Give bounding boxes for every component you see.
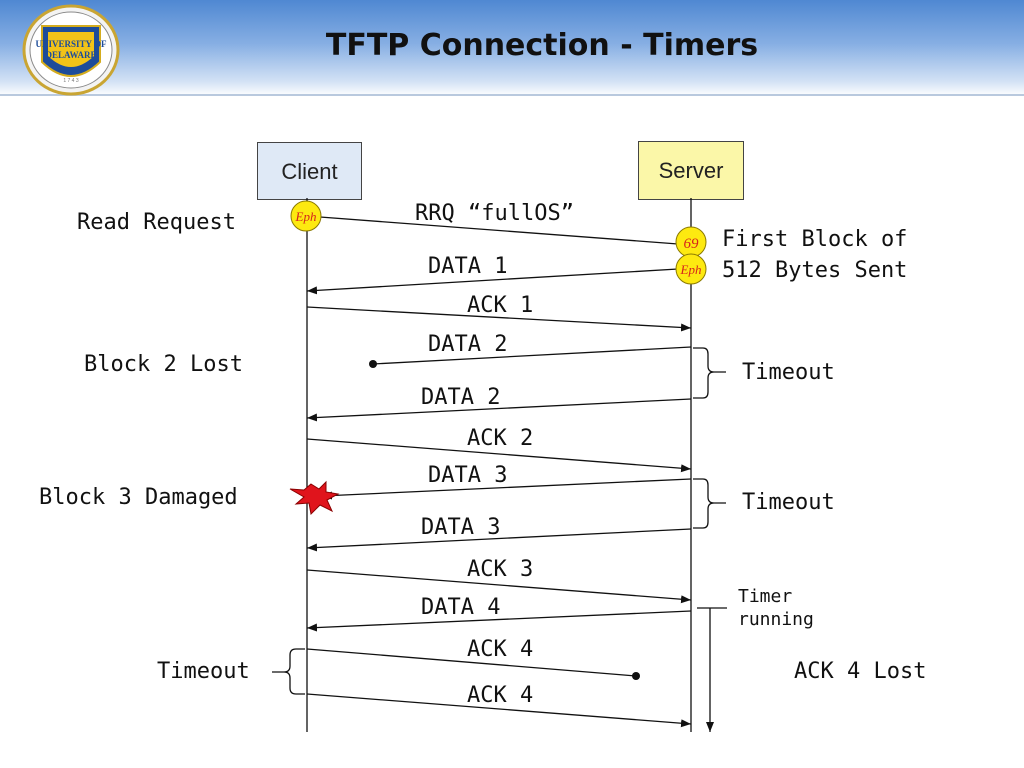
- ack4-lost-label: ACK 4: [467, 637, 534, 662]
- client-box: Client: [257, 142, 362, 200]
- data2-resent-label: DATA 2: [421, 385, 501, 410]
- rrq-arrow: [319, 216, 679, 245]
- server-timeout-brace-1: [693, 347, 726, 399]
- ack2-arrow: [306, 438, 692, 473]
- university-logo: UNIVERSITY OF DELAWARE 1 7 4 3: [22, 4, 120, 96]
- damage-burst: [289, 480, 340, 516]
- data3-damaged-arrow: [321, 478, 692, 500]
- data3-resent-label: DATA 3: [421, 515, 501, 540]
- ack4-lost-arrow: [306, 648, 637, 677]
- data2-lost-arrow: [372, 346, 692, 365]
- block2-lost-note: Block 2 Lost: [84, 352, 243, 377]
- ack3-label: ACK 3: [467, 557, 534, 582]
- svg-text:1 7 4 3: 1 7 4 3: [63, 78, 79, 84]
- first-block-note-line2: 512 Bytes Sent: [722, 258, 908, 283]
- ack4-lost-dot: [632, 672, 640, 680]
- read-request-note: Read Request: [77, 210, 236, 235]
- data2-lost-label: DATA 2: [428, 332, 508, 357]
- svg-text:69: 69: [684, 236, 700, 252]
- ack1-label: ACK 1: [467, 293, 534, 318]
- client-eph-port: Eph: [290, 200, 322, 232]
- data2-lost-dot: [369, 360, 377, 368]
- svg-text:Eph: Eph: [295, 209, 317, 224]
- data2-resent-arrow: [306, 398, 692, 422]
- ack4-resent-arrow: [306, 693, 692, 728]
- client-timeout-brace: [272, 648, 305, 695]
- data1-arrow: [306, 268, 679, 295]
- ack3-arrow: [306, 569, 692, 604]
- ack4-lost-note: ACK 4 Lost: [794, 659, 927, 684]
- slide-header: [0, 0, 1024, 96]
- server-timeout-note-1: Timeout: [742, 360, 835, 385]
- svg-text:UNIVERSITY OF: UNIVERSITY OF: [36, 39, 107, 49]
- client-timeout-note: Timeout: [157, 659, 250, 684]
- server-timeout-note-2: Timeout: [742, 490, 835, 515]
- data4-label: DATA 4: [421, 595, 501, 620]
- timer-running-note-line2: running: [738, 609, 814, 630]
- server-port-69: 69: [675, 226, 707, 258]
- data4-arrow: [306, 610, 692, 632]
- header-divider: [0, 94, 1024, 96]
- ack2-label: ACK 2: [467, 426, 534, 451]
- slide-title: TFTP Connection - Timers: [325, 28, 759, 63]
- data3-resent-arrow: [306, 528, 692, 552]
- block3-damaged-note: Block 3 Damaged: [39, 485, 238, 510]
- rrq-label: RRQ “fullOS”: [415, 201, 574, 226]
- data3-damaged-label: DATA 3: [428, 463, 508, 488]
- svg-text:DELAWARE: DELAWARE: [45, 50, 96, 60]
- ack4-resent-label: ACK 4: [467, 683, 534, 708]
- first-block-note-line1: First Block of: [722, 227, 908, 252]
- svg-text:Eph: Eph: [680, 262, 702, 277]
- ack1-arrow: [306, 306, 692, 332]
- server-timeout-brace-2: [693, 478, 726, 529]
- timer-running-note-line1: Timer: [738, 586, 793, 607]
- server-eph-port: Eph: [675, 253, 707, 285]
- data1-label: DATA 1: [428, 254, 508, 279]
